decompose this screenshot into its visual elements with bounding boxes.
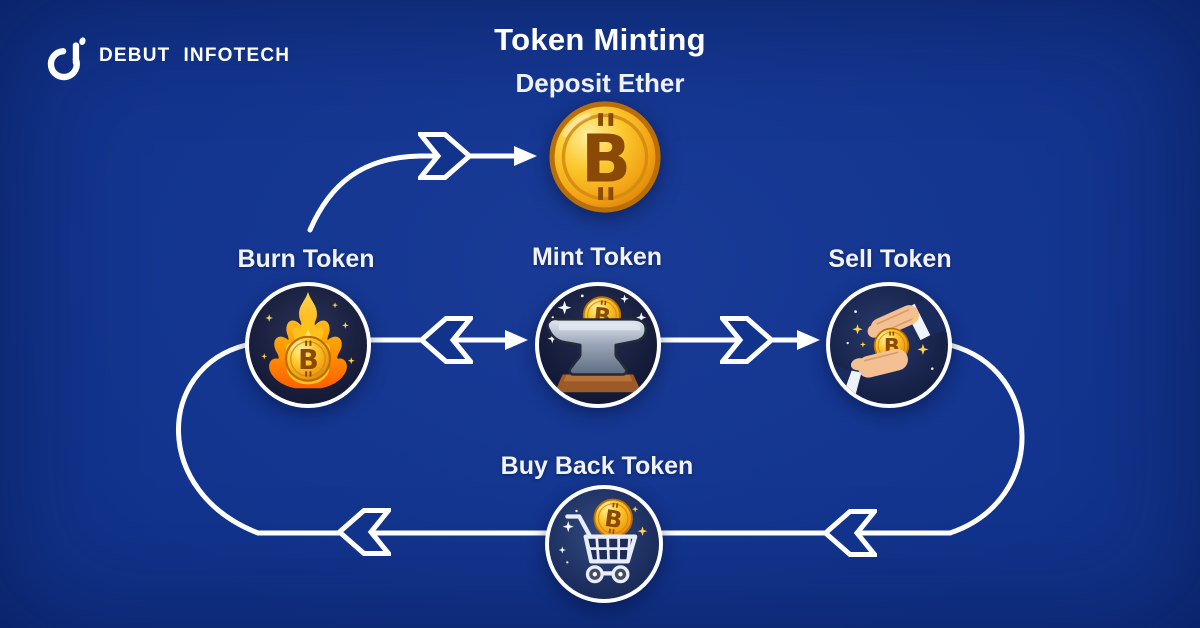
sell-token-node — [826, 282, 952, 408]
deposit-ether-label: Deposit Ether — [515, 68, 685, 98]
brand-name: DEBUT INFOTECH — [99, 45, 290, 67]
bitcoin-coin-icon — [548, 100, 662, 214]
chevron-left-icon — [826, 512, 875, 555]
hands-exchange-coin-icon — [830, 289, 948, 403]
burn-token-label: Burn Token — [237, 245, 375, 273]
chevron-left-icon — [340, 511, 389, 554]
mint-token-node — [535, 282, 661, 408]
chevron-right-icon — [421, 135, 470, 178]
brand-name-debut: DEBUT — [99, 45, 171, 66]
chevron-left-icon — [422, 319, 471, 362]
shopping-cart-coin-icon — [558, 496, 648, 584]
chevron-right-icon — [723, 319, 772, 362]
arrowhead-icon — [797, 330, 820, 350]
deposit-ether-coin — [548, 100, 662, 214]
arrowhead-icon — [514, 146, 537, 166]
burn-token-node — [245, 282, 371, 408]
burning-coin-icon — [261, 291, 355, 389]
anvil-coin-icon — [546, 294, 647, 393]
buy-back-token-label: Buy Back Token — [500, 452, 694, 480]
mint-token-label: Mint Token — [531, 243, 663, 271]
debut-infotech-logo-icon — [47, 37, 86, 81]
connector-buyback-up-curve — [176, 342, 261, 536]
brand-logo: DEBUT INFOTECH — [44, 30, 290, 82]
connector-sell-down-curve — [947, 342, 1025, 536]
sell-token-label: Sell Token — [828, 245, 952, 273]
buy-back-token-node — [545, 485, 663, 603]
page-title: Token Minting — [494, 22, 706, 57]
connector-burn-to-deposit — [307, 153, 518, 233]
brand-name-infotech: INFOTECH — [183, 45, 291, 66]
arrowhead-icon — [505, 330, 528, 350]
